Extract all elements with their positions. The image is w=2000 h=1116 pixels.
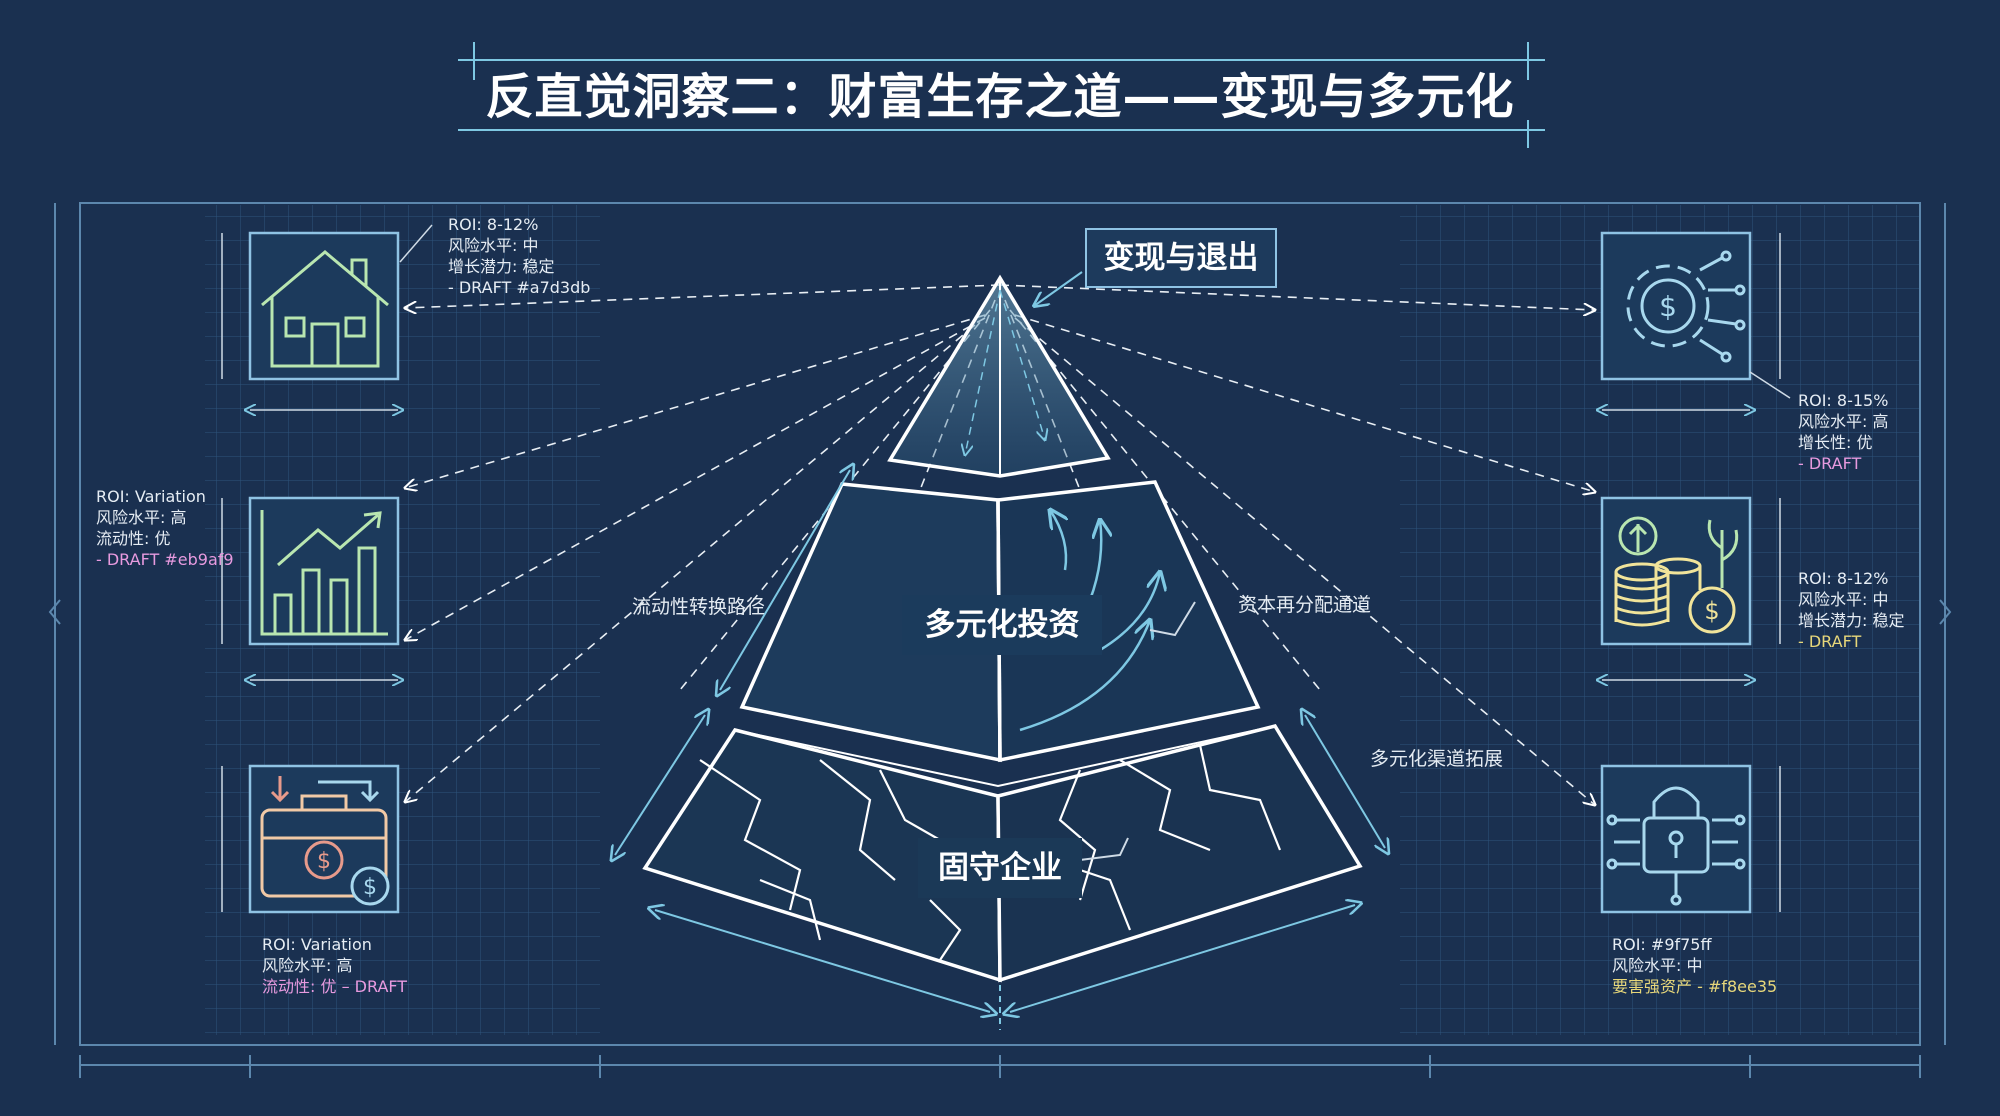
info-line: ROI: 8-12%	[448, 215, 539, 234]
card-chart-info: ROI: Variation 风险水平: 高 流动性: 优 - DRAFT #e…	[96, 486, 234, 570]
info-line: 流动性: 优 – DRAFT	[262, 977, 408, 996]
card-briefcase-icon-box: $ $	[221, 764, 400, 914]
info-line: 增长性: 优	[1798, 433, 1873, 452]
info-line: 风险水平: 中	[1612, 956, 1703, 975]
svg-text:$: $	[1704, 597, 1719, 625]
info-line: ROI: Variation	[96, 487, 206, 506]
page-title: 反直觉洞察二：财富生存之道——变现与多元化	[485, 69, 1515, 125]
info-line: ROI: #9f75ff	[1612, 935, 1712, 954]
lock-circuit-icon	[1606, 786, 1746, 906]
growth-chart-icon	[260, 510, 388, 636]
card-chart-icon-box	[221, 496, 398, 680]
svg-text:$: $	[317, 849, 331, 874]
card-gear-info: ROI: 8-15% 风险水平: 高 增长性: 优 - DRAFT	[1798, 390, 1888, 474]
info-line: ROI: 8-12%	[1798, 569, 1889, 588]
briefcase-dollar-icon: $ $	[260, 776, 390, 906]
card-gear-icon-box: $	[1602, 231, 1791, 410]
diversification-channel-label: 多元化渠道拓展	[1370, 748, 1504, 770]
card-lock-icon-box	[1600, 764, 1781, 914]
apex-tier-label: 变现与退出	[1085, 228, 1277, 288]
info-line: 风险水平: 中	[448, 236, 539, 255]
info-line: 流动性: 优	[96, 529, 171, 548]
capital-reallocation-label: 资本再分配通道	[1238, 594, 1372, 616]
info-line: ROI: 8-15%	[1798, 391, 1889, 410]
info-line: 要害强资产 - #f8ee35	[1612, 977, 1778, 996]
house-icon	[261, 250, 389, 368]
card-house-icon-box	[221, 224, 433, 410]
pyramid-apex-tier	[887, 274, 1111, 478]
dimension-lines	[615, 271, 1385, 1030]
card-coins-icon-box: $	[1602, 496, 1781, 680]
info-line: ROI: Variation	[262, 935, 372, 954]
card-coins-info: ROI: 8-12% 风险水平: 中 增长潜力: 稳定 - DRAFT	[1798, 568, 1904, 652]
info-line: - DRAFT #eb9af9	[96, 550, 234, 569]
info-line: 风险水平: 高	[1798, 412, 1889, 431]
svg-text:$: $	[363, 875, 377, 900]
info-line: 增长潜力: 稳定	[1798, 611, 1905, 630]
card-house-info: ROI: 8-12% 风险水平: 中 增长潜力: 稳定 - DRAFT #a7d…	[448, 214, 590, 298]
growth-arrows	[1019, 510, 1160, 732]
info-line: 风险水平: 高	[96, 508, 187, 527]
middle-tier-label: 多元化投资	[902, 595, 1102, 655]
liquidity-path-label: 流动性转换路径	[632, 596, 766, 618]
card-briefcase-info: ROI: Variation 风险水平: 高 流动性: 优 – DRAFT	[262, 934, 407, 997]
base-tier-label: 固守企业	[918, 838, 1082, 898]
info-line: - DRAFT #a7d3db	[448, 278, 591, 297]
info-line: 增长潜力: 稳定	[448, 257, 555, 276]
svg-text:$: $	[1659, 290, 1677, 323]
gear-dollar-circuit-icon: $	[1626, 250, 1746, 363]
info-line: 风险水平: 高	[262, 956, 353, 975]
title-frame	[458, 42, 1545, 148]
card-lock-info: ROI: #9f75ff 风险水平: 中 要害强资产 - #f8ee35	[1612, 934, 1777, 997]
info-line: 风险水平: 中	[1798, 590, 1889, 609]
coins-plant-icon: $	[1614, 516, 1739, 634]
info-line: - DRAFT	[1798, 632, 1862, 651]
info-line: - DRAFT	[1798, 454, 1862, 473]
crack-lines	[699, 744, 1282, 961]
blueprint-frame	[48, 202, 1952, 1078]
